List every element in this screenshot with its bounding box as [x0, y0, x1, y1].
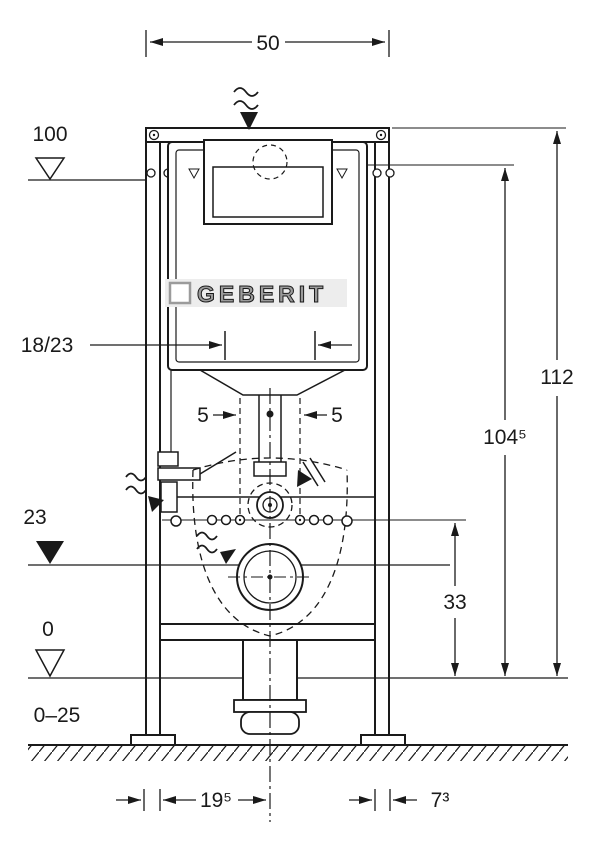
supply-arrow-icon: [148, 496, 164, 512]
wall-bracket-icon: [372, 168, 382, 178]
geberit-logo-text: GEBERIT: [197, 281, 327, 307]
water-squiggle-icon: [196, 531, 218, 541]
level-open-triangle-icon: [34, 649, 66, 678]
access-panel: [188, 139, 348, 225]
dim-19-5-label: 19⁵: [200, 789, 232, 812]
hidden-bend-outline: [252, 144, 288, 180]
level-marker-23: 23: [23, 506, 64, 564]
dim-18-23-label: 18/23: [21, 334, 74, 357]
dimension-top-width: 50: [145, 30, 390, 57]
dim-5-left-label: 5: [197, 404, 209, 427]
flush-funnel: [199, 369, 346, 396]
level-23-label: 23: [23, 506, 46, 529]
water-squiggle-icon: [233, 100, 259, 110]
water-squiggle-icon: [196, 544, 218, 554]
dim-50-label: 50: [256, 32, 279, 55]
level-100-label: 100: [32, 123, 67, 146]
flow-symbols: [125, 87, 312, 564]
flush-arrow-icon: [297, 470, 312, 487]
dimension-bottom: 19⁵ 7³: [116, 789, 449, 812]
wall-bracket-icon: [385, 168, 395, 178]
range-0-25-label: 0–25: [34, 704, 81, 727]
drain-arrow-icon: [220, 549, 236, 564]
left-foot-plate: [130, 734, 176, 746]
level-filled-triangle-icon: [36, 541, 64, 564]
water-level-icon: [336, 168, 348, 180]
mounting-frame: [130, 127, 406, 746]
dimension-upper-height: 104⁵: [483, 168, 527, 676]
ground-hatching: [28, 746, 568, 761]
dim-7-3-label: 7³: [431, 789, 450, 812]
dim-112-label: 112: [540, 366, 573, 389]
geberit-logo-mark-icon: [168, 281, 192, 305]
dim-33-label: 33: [443, 591, 466, 614]
level-marker-0: 0 0–25: [34, 618, 81, 727]
level-open-triangle-icon: [34, 157, 66, 181]
dimension-total-height: 112: [540, 131, 574, 676]
water-squiggle-icon: [125, 485, 147, 495]
wall-bracket-icon: [146, 168, 156, 178]
center-reference-dot: [266, 410, 274, 418]
water-level-icon: [188, 168, 200, 180]
fixing-points: [170, 514, 353, 527]
level-0-label: 0: [42, 618, 54, 641]
dimension-outlet-support: 33: [443, 523, 467, 676]
dim-104-label: 104⁵: [483, 426, 527, 449]
dim-5-right-label: 5: [331, 404, 343, 427]
dimension-bolt-spacing: 5 5: [197, 404, 343, 427]
water-squiggle-icon: [125, 472, 147, 482]
level-marker-100: 100: [32, 123, 68, 181]
right-foot-plate: [360, 734, 406, 746]
dimension-flush-offset: 18/23: [21, 331, 352, 360]
logo-band: [165, 279, 347, 307]
lower-crossbar: [159, 623, 376, 641]
water-squiggle-icon: [233, 87, 259, 97]
down-arrow-icon: [240, 112, 258, 130]
